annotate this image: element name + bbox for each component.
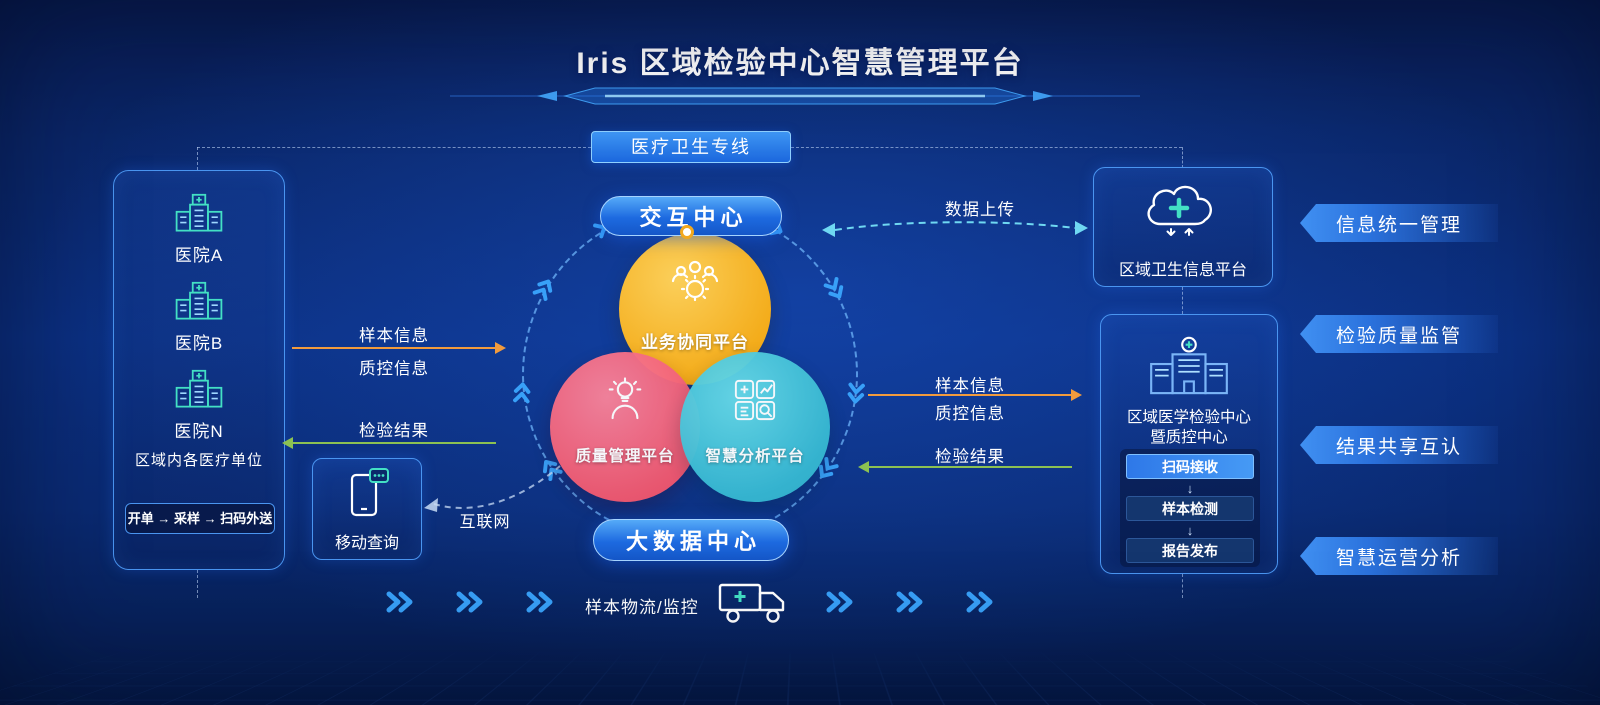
truck-icon bbox=[718, 583, 785, 623]
quality-icon bbox=[604, 376, 646, 427]
lab-process-panel: 扫码接收 ↓ 样本检测 ↓ 报告发布 bbox=[1120, 449, 1260, 567]
hospital-building-icon bbox=[1101, 333, 1277, 402]
logistics-label: 样本物流/监控 bbox=[585, 598, 699, 617]
logistics-arrow-icon bbox=[825, 591, 853, 613]
result-flow-arrow-left bbox=[282, 437, 496, 449]
lab-center-panel: 区域医学检验中心 暨质控中心 扫码接收 ↓ 样本检测 ↓ 报告发布 bbox=[1100, 314, 1278, 574]
benefit-banner-share: 结果共享互认 bbox=[1300, 426, 1498, 464]
analysis-icon bbox=[733, 378, 777, 427]
step-down-arrow-icon: ↓ bbox=[1186, 523, 1194, 538]
decorative-tech-line bbox=[450, 87, 1140, 105]
dashed-connector bbox=[1182, 574, 1183, 598]
mobile-phone-icon bbox=[313, 467, 421, 526]
ring-node-marker bbox=[680, 225, 694, 239]
logistics-arrow-icon bbox=[965, 591, 993, 613]
hospital-label: 医院A bbox=[174, 246, 224, 265]
mobile-query-label: 移动查询 bbox=[334, 535, 399, 552]
step-down-arrow-icon: ↓ bbox=[1186, 481, 1194, 496]
dashed-connector bbox=[197, 570, 198, 598]
workflow-badge: 开单 → 采样 → 扫码外送 bbox=[125, 503, 275, 534]
data-upload-arrow bbox=[822, 221, 1088, 237]
logistics-arrow-icon bbox=[895, 591, 923, 613]
flow-label-sample-left: 样本信息 bbox=[359, 327, 429, 345]
dashed-connector bbox=[1182, 287, 1183, 314]
hospital-icon bbox=[114, 281, 284, 329]
flow-label-result-left: 检验结果 bbox=[359, 422, 429, 440]
lab-center-name-line2: 暨质控中心 bbox=[1150, 429, 1228, 446]
network-line-badge: 医疗卫生专线 bbox=[591, 131, 791, 163]
sample-flow-arrow-right bbox=[868, 389, 1082, 401]
process-step-report: 报告发布 bbox=[1126, 538, 1254, 563]
platform-label: 业务协同平台 bbox=[641, 333, 749, 352]
internet-dashed-link bbox=[424, 465, 561, 512]
hospital-label: 医院B bbox=[174, 334, 224, 353]
logistics-arrow-icon bbox=[385, 591, 413, 613]
ring-arrow-icon bbox=[513, 381, 531, 404]
benefit-banner-info: 信息统一管理 bbox=[1300, 204, 1498, 242]
collaboration-icon bbox=[669, 257, 721, 308]
dashed-connector bbox=[1182, 147, 1183, 168]
benefit-banner-quality: 检验质量监管 bbox=[1300, 315, 1498, 353]
logistics-arrow-icon bbox=[525, 591, 553, 613]
flow-label-result-right: 检验结果 bbox=[935, 448, 1005, 466]
mobile-query-panel: 移动查询 bbox=[312, 458, 422, 560]
flow-label-upload: 数据上传 bbox=[945, 201, 1015, 219]
hospital-group-caption: 区域内各医疗单位 bbox=[134, 452, 263, 469]
hospital-icon bbox=[114, 369, 284, 417]
logistics-arrow-icon bbox=[455, 591, 483, 613]
hospital-icon bbox=[114, 193, 284, 241]
internet-label: 互联网 bbox=[459, 514, 511, 531]
benefit-banner-ops: 智慧运营分析 bbox=[1300, 537, 1498, 575]
platform-label: 智慧分析平台 bbox=[705, 448, 805, 465]
health-info-platform-label: 区域卫生信息平台 bbox=[1118, 262, 1247, 279]
platform-circle-analysis: 智慧分析平台 bbox=[680, 352, 830, 502]
health-info-platform-panel: 区域卫生信息平台 bbox=[1093, 167, 1273, 287]
grid-floor bbox=[0, 651, 1600, 705]
process-step-detect: 样本检测 bbox=[1126, 496, 1254, 521]
result-flow-arrow-right bbox=[858, 461, 1072, 473]
ring-arrow-icon bbox=[847, 382, 865, 405]
page-title: Iris 区域检验中心智慧管理平台 bbox=[576, 47, 1024, 80]
big-data-center-banner: 大数据中心 bbox=[593, 519, 789, 561]
flow-label-sample-right: 样本信息 bbox=[935, 377, 1005, 395]
process-step-scan: 扫码接收 bbox=[1126, 454, 1254, 479]
dashed-connector bbox=[197, 147, 198, 170]
lab-center-name-line1: 区域医学检验中心 bbox=[1126, 409, 1251, 426]
flow-label-qc-left: 质控信息 bbox=[359, 360, 429, 378]
platform-label: 质量管理平台 bbox=[575, 448, 675, 465]
hospital-label: 医院N bbox=[174, 422, 224, 441]
hospital-group-panel: 医院A 医院B 医院N 区域内各医疗单位 开单 → 采样 → 扫码外送 bbox=[113, 170, 285, 570]
platform-circle-quality: 质量管理平台 bbox=[550, 352, 700, 502]
dashed-connector bbox=[791, 147, 1182, 148]
dashed-connector bbox=[197, 147, 591, 148]
cloud-icon bbox=[1094, 180, 1272, 243]
sample-flow-arrow-left bbox=[292, 342, 506, 354]
flow-label-qc-right: 质控信息 bbox=[935, 405, 1005, 423]
